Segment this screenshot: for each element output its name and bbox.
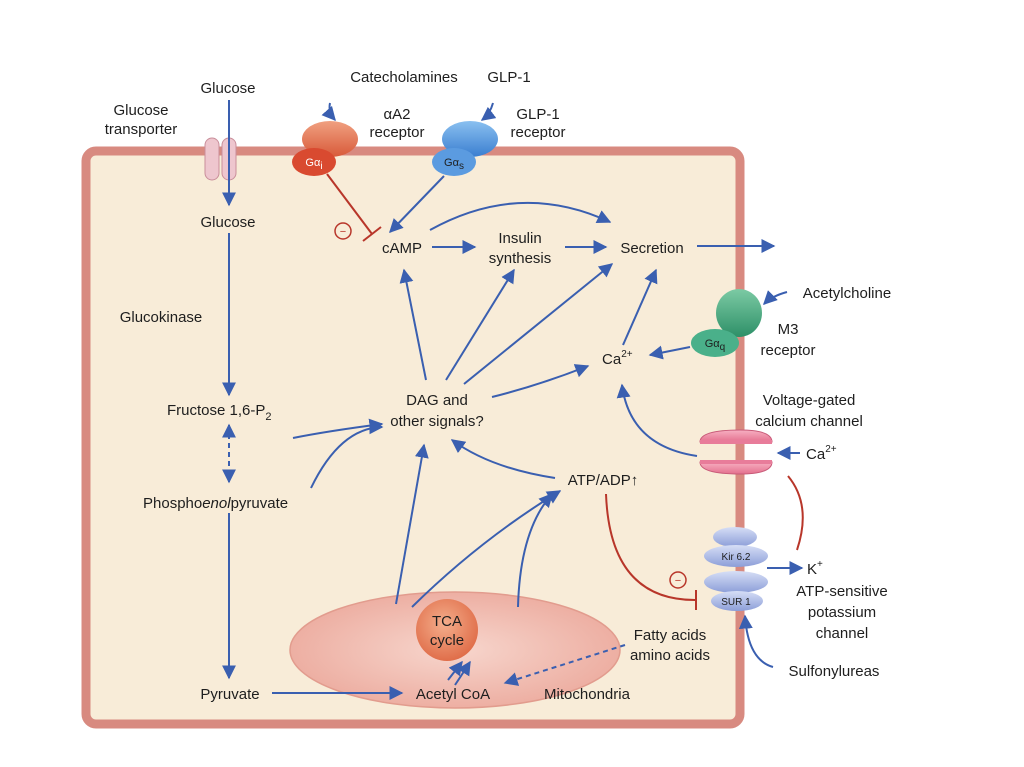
inhibition-lines <box>326 173 804 610</box>
glp1-receptor-label-1: GLP-1 <box>516 106 559 123</box>
glucose-inside-label: Glucose <box>200 214 255 231</box>
sulfonylureas-label: Sulfonylureas <box>789 663 880 680</box>
alpha-receptor-label-1: αA2 <box>383 106 410 123</box>
kir-label: Kir 6.2 <box>722 552 751 563</box>
alpha-a2-receptor-icon <box>292 121 358 176</box>
phosphoenolpyruvate-label: Phosphoenolpyruvate <box>143 495 288 512</box>
pathway-arrows <box>222 100 804 700</box>
acetyl-coa-label: Acetyl CoA <box>416 686 490 703</box>
fatty-acids-label: Fatty acids <box>634 627 707 644</box>
katp-label-1: ATP-sensitive <box>796 583 887 600</box>
glucokinase-label: Glucokinase <box>120 309 203 326</box>
k-plus-label: K+ <box>807 559 823 578</box>
sur-label: SUR 1 <box>721 597 751 608</box>
glucose-outside-label: Glucose <box>200 80 255 97</box>
dag-label-2: other signals? <box>390 413 483 430</box>
m3-receptor-label-1: M3 <box>778 321 799 338</box>
ca-inside-label: Ca2+ <box>602 349 633 368</box>
glp1-label: GLP-1 <box>487 69 530 86</box>
minus-badge-katp: − <box>669 571 687 589</box>
tca-label-2: cycle <box>430 632 464 649</box>
secretion-label: Secretion <box>620 240 683 257</box>
glp1-receptor-label-2: receptor <box>510 124 565 141</box>
vgcc-label-2: calcium channel <box>755 413 863 430</box>
amino-acids-label: amino acids <box>630 647 710 664</box>
alpha-receptor-label-2: receptor <box>369 124 424 141</box>
dag-label-1: DAG and <box>406 392 468 409</box>
atp-adp-label: ATP/ADP↑ <box>568 472 639 489</box>
acetylcholine-label: Acetylcholine <box>803 285 891 302</box>
catecholamines-label: Catecholamines <box>350 69 458 86</box>
ca-outside-label: Ca2+ <box>806 444 837 463</box>
tca-label-1: TCA <box>432 613 462 630</box>
glp1-receptor-icon <box>432 121 498 176</box>
svg-text:−: − <box>340 226 346 238</box>
vgcc-label-1: Voltage-gated <box>763 392 856 409</box>
insulin-synthesis-label-1: Insulin <box>498 230 541 247</box>
katp-channel-icon <box>704 527 768 611</box>
fructose-label: Fructose 1,6-P2 <box>167 402 272 423</box>
katp-label-3: channel <box>816 625 869 642</box>
glucose-transporter-label-1: Glucose <box>113 102 168 119</box>
camp-label: cAMP <box>382 240 422 257</box>
tca-cycle-circle <box>416 599 478 661</box>
minus-badge-camp: − <box>334 222 352 240</box>
glucose-transporter-label-2: transporter <box>105 121 178 138</box>
m3-receptor-icon <box>691 289 762 357</box>
m3-receptor-label-2: receptor <box>760 342 815 359</box>
gas-label: Gαs <box>444 157 464 172</box>
pyruvate-label: Pyruvate <box>200 686 259 703</box>
svg-text:−: − <box>675 575 681 587</box>
gai-label: Gαi <box>305 157 322 172</box>
katp-label-2: potassium <box>808 604 876 621</box>
mitochondria-label: Mitochondria <box>544 686 631 703</box>
calcium-channel-icon <box>699 429 773 475</box>
insulin-synthesis-label-2: synthesis <box>489 250 552 267</box>
gaq-label: Gαq <box>705 338 725 353</box>
